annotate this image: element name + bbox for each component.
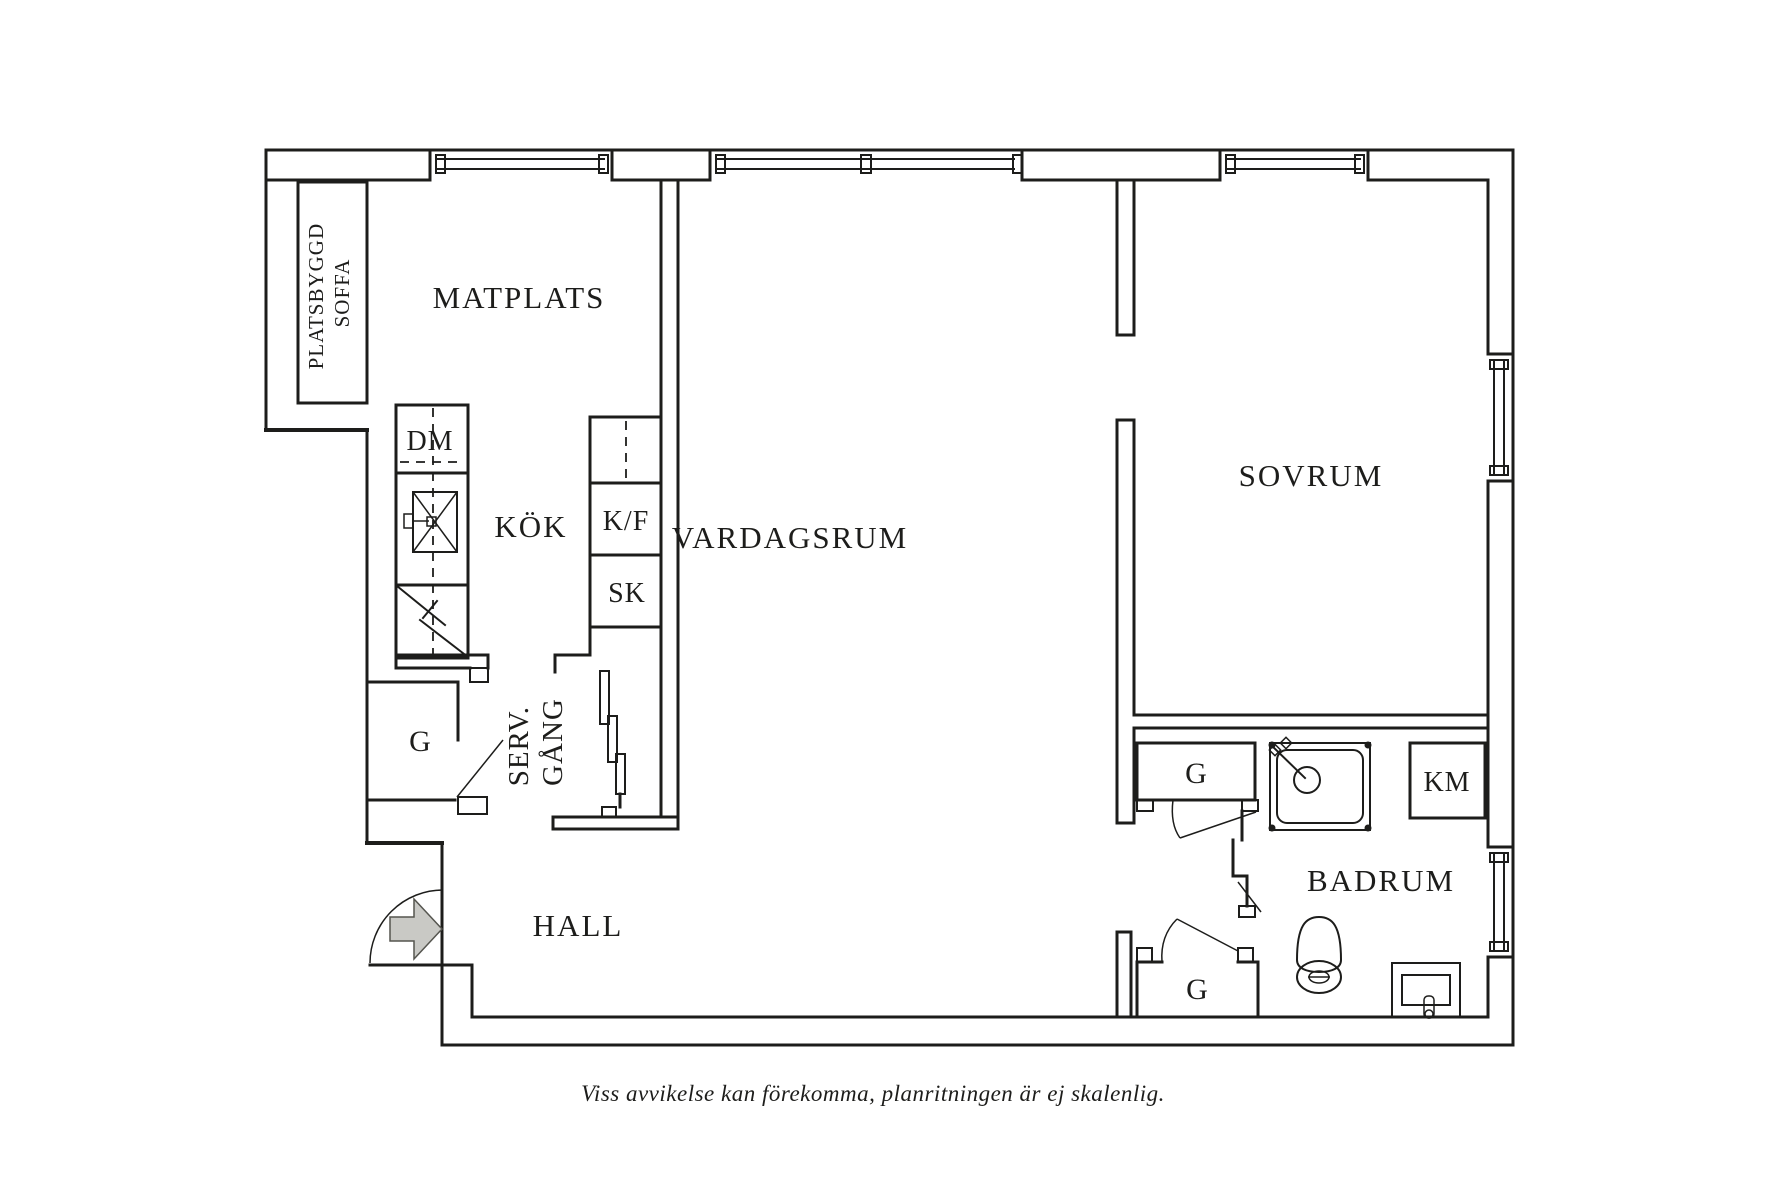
interior-walls — [551, 178, 1490, 1019]
washing-machine — [1408, 741, 1487, 820]
entry-door — [369, 889, 444, 964]
window-sovrum-right — [1489, 359, 1509, 476]
window-sovrum-top — [1225, 154, 1365, 174]
room-label-vardagsrum: VARDAGSRUM — [672, 520, 909, 555]
sofa-label-line2: SOFFA — [330, 259, 354, 328]
closet-label-g-kitchen: G — [409, 725, 431, 758]
built-in-sofa: PLATSBYGGD SOFFA — [296, 180, 369, 405]
serv-gang-walls — [553, 625, 626, 818]
door-leaf — [1237, 881, 1262, 913]
cabinet-column — [588, 415, 663, 629]
sink-icon — [403, 491, 458, 553]
door-arc — [369, 889, 444, 964]
servgang-line1: SERV. — [503, 706, 535, 786]
kitchen-counter — [394, 403, 490, 683]
window-vardagsrum — [715, 154, 1023, 174]
closet-kitchen — [365, 680, 504, 815]
fixture-label-dm: DM — [406, 426, 453, 457]
door-arc — [1171, 799, 1181, 839]
closet-door — [1179, 811, 1257, 839]
closet-label-g-badrum: G — [1185, 757, 1207, 790]
badrum-door — [1231, 809, 1262, 918]
fixture-label-km: KM — [1423, 767, 1470, 798]
fixture-label-kf: K/F — [603, 506, 650, 537]
room-label-sovrum: SOVRUM — [1239, 458, 1384, 493]
window-badrum-right — [1489, 852, 1509, 952]
stove-icon — [395, 584, 470, 659]
room-label-kok: KÖK — [494, 509, 567, 544]
closet-hall — [1135, 918, 1260, 1019]
toilet-icon — [1295, 915, 1343, 994]
room-label-badrum: BADRUM — [1307, 863, 1455, 898]
svg-text:PLATSBYGGD SOFFA: PLATSBYGGD SOFFA — [304, 217, 354, 370]
entry-arrow-icon — [389, 897, 444, 961]
room-label-hall: HALL — [533, 908, 624, 943]
room-label-servgang: SERV. GÅNG — [503, 698, 569, 787]
window-matplats — [435, 154, 609, 174]
sliding-door — [599, 670, 626, 795]
closet-badrum-upper — [1135, 741, 1259, 839]
closet-door — [456, 739, 504, 798]
washbasin-icon — [1391, 962, 1461, 1019]
disclaimer-caption: Viss avvikelse kan förekomma, planritnin… — [581, 1081, 1165, 1106]
room-label-matplats: MATPLATS — [433, 280, 606, 315]
closet-door — [1176, 918, 1239, 952]
closet-label-g-hall: G — [1186, 973, 1208, 1006]
sofa-label-line1: PLATSBYGGD — [304, 223, 328, 370]
fixture-label-sk: SK — [608, 578, 646, 609]
servgang-line2: GÅNG — [537, 698, 569, 786]
door-arc — [1161, 918, 1178, 963]
shower-icon — [1268, 736, 1372, 832]
